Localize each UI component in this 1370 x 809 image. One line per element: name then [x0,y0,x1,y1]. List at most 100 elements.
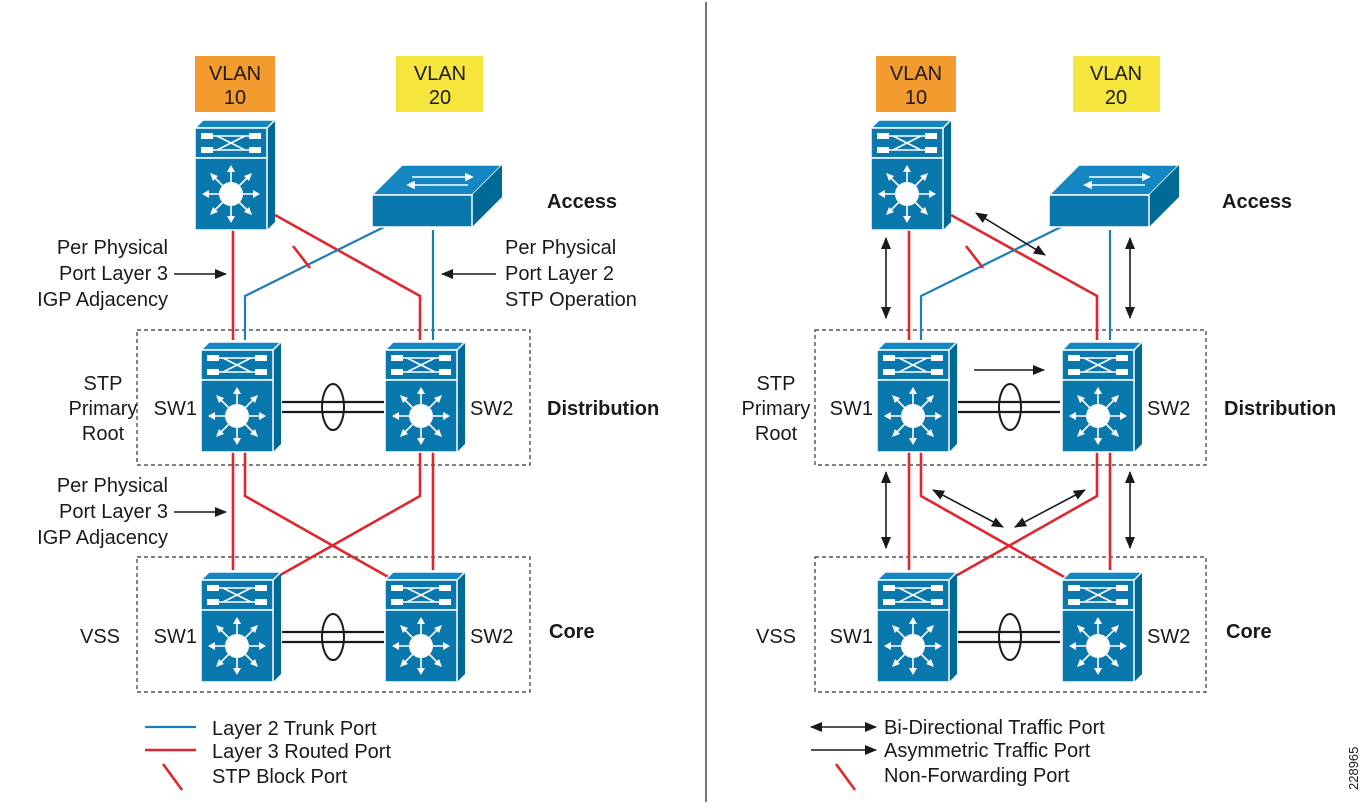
core-sw2-icon [1061,571,1143,683]
l3-link [951,450,1099,580]
port-channel-icon [321,383,345,431]
l3-link [274,450,422,580]
stp-block-mark [291,245,312,269]
distribution-layer-label: Distribution [1224,398,1336,420]
legend-label: Layer 3 Routed Port [212,741,391,763]
svg-text:Primary: Primary [69,398,138,420]
l2-trunk-link [919,224,1066,340]
legend-label: Bi-Directional Traffic Port [884,717,1105,739]
svg-text:Root: Root [755,423,798,445]
core-sw2-icon [384,571,466,683]
vlan-10-line1: VLAN [890,63,942,85]
access-layer2-switch-icon [1048,164,1180,228]
dist-sw1-label: SW1 [154,398,197,420]
l3-link [243,450,391,580]
vlan-20-line1: VLAN [1090,63,1142,85]
core-sw2-label: SW2 [470,626,513,648]
vlan-20-line2: 20 [429,87,451,109]
svg-text:Port Layer 3: Port Layer 3 [59,263,168,285]
dist-sw2-icon [384,341,466,453]
vss-label: VSS [756,626,796,648]
vlan-20-line2: 20 [1105,87,1127,109]
core-sw2-label: SW2 [1147,626,1190,648]
svg-text:Per Physical: Per Physical [57,475,168,497]
vlan-20-box [396,56,483,112]
dist-sw1-icon [200,341,282,453]
left-legend: Layer 2 Trunk Port Layer 3 Routed Port S… [145,718,391,791]
vlan-10-box [195,56,275,112]
vlan-20-tag: VLAN 20 [396,56,483,112]
svg-text:STP Operation: STP Operation [505,289,637,311]
svg-text:Primary: Primary [742,398,811,420]
legend-label: Layer 2 Trunk Port [212,718,377,740]
access-layer-label: Access [1222,191,1292,213]
access-layer-label: Access [547,191,617,213]
access-multilayer-switch-icon [870,119,952,231]
block-slash-icon [161,763,184,791]
l3-top-annotation: Per Physical Port Layer 3 IGP Adjacency [37,237,227,311]
port-channel-icon [998,383,1022,431]
bidirectional-arrow-icon [975,212,1046,256]
stp-root-annotation: STP Primary Root [69,373,138,445]
bidirectional-arrow-icon [1014,489,1086,528]
figure-id: 228965 [1346,747,1361,790]
distribution-layer-label: Distribution [547,398,659,420]
core-layer-label: Core [549,621,595,643]
vlan-10-line2: 10 [905,87,927,109]
svg-text:STP: STP [84,373,123,395]
legend-label: STP Block Port [212,766,348,788]
left-links [231,213,435,661]
svg-text:IGP Adjacency: IGP Adjacency [37,289,168,311]
vlan-10-line1: VLAN [209,63,261,85]
core-sw1-icon [200,571,282,683]
core-sw1-icon [876,571,958,683]
stp-root-annotation: STP Primary Root [742,373,811,445]
svg-text:Root: Root [82,423,125,445]
core-sw1-label: SW1 [830,626,873,648]
l3-link [919,450,1067,580]
svg-text:Port Layer 2: Port Layer 2 [505,263,614,285]
l3-bottom-annotation: Per Physical Port Layer 3 IGP Adjacency [37,475,227,549]
vlan-20-line1: VLAN [414,63,466,85]
core-box [136,556,531,693]
distribution-box [814,329,1207,466]
core-sw1-label: SW1 [154,626,197,648]
non-forwarding-mark [964,245,985,269]
svg-text:Per Physical: Per Physical [505,237,616,259]
dist-sw2-label: SW2 [470,398,513,420]
svg-text:STP: STP [757,373,796,395]
dist-sw1-label: SW1 [830,398,873,420]
l2-trunk-link [243,224,389,340]
vlan-20-box [1073,56,1160,112]
right-panel: VLAN 10 VLAN 20 [742,56,1361,791]
dist-sw2-label: SW2 [1147,398,1190,420]
core-box [814,556,1207,693]
dist-sw2-icon [1061,341,1143,453]
svg-text:Per Physical: Per Physical [57,237,168,259]
l3-link [950,213,1099,340]
port-channel-icon [321,613,345,661]
vss-label: VSS [80,626,120,648]
distribution-box [136,329,531,466]
vlan-10-tag: VLAN 10 [876,56,956,112]
dist-sw1-icon [876,341,958,453]
legend-label: Non-Forwarding Port [884,765,1070,787]
right-legend: Bi-Directional Traffic Port Asymmetric T… [810,717,1105,791]
access-multilayer-switch-icon [194,119,276,231]
traffic-arrows [881,212,1135,549]
port-channel-icon [998,613,1022,661]
bidirectional-arrow-icon [932,489,1004,528]
block-slash-icon [834,763,857,791]
left-panel: VLAN 10 VLAN 20 [37,56,659,791]
l3-link [274,213,422,340]
vlan-10-line2: 10 [224,87,246,109]
vlan-10-box [876,56,956,112]
legend-label: Asymmetric Traffic Port [884,740,1091,762]
l2-top-annotation: Per Physical Port Layer 2 STP Operation [441,237,637,311]
vlan-10-tag: VLAN 10 [195,56,275,112]
svg-text:Port Layer 3: Port Layer 3 [59,501,168,523]
svg-text:IGP Adjacency: IGP Adjacency [37,527,168,549]
core-layer-label: Core [1226,621,1272,643]
access-layer2-switch-icon [371,164,503,228]
